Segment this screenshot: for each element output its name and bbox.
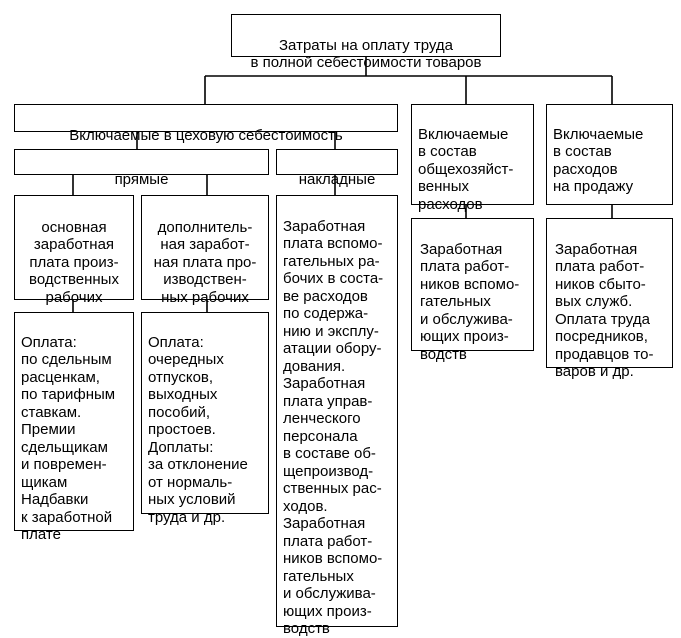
general-detail-text: Заработная плата работ- ников вспомо- га…	[420, 240, 520, 363]
overhead-detail-text: Заработная плата вспомо- гательных ра- б…	[283, 217, 384, 638]
direct-label: прямые	[114, 170, 169, 188]
workshop-label: Включаемые в цеховую себестоимость	[69, 126, 343, 144]
general-box: Включаемые в состав общехозяйст- венных …	[411, 104, 534, 213]
root-box: Затраты на оплату труда в полной себесто…	[231, 14, 501, 71]
sales-detail-text: Заработная плата работ- ников сбыто- вых…	[555, 240, 654, 381]
sales-box: Включаемые в состав расходов на продажу	[546, 104, 673, 205]
basic-box: основная заработная плата произ- водстве…	[14, 195, 134, 306]
basic-detail-text: Оплата: по сдельным расценкам, по тарифн…	[21, 333, 116, 544]
workshop-box: Включаемые в цеховую себестоимость	[14, 104, 398, 144]
direct-box: прямые	[14, 149, 269, 188]
general-detail-box: Заработная плата работ- ников вспомо- га…	[411, 218, 534, 363]
additional-detail-text: Оплата: очередных отпусков, выходных пос…	[148, 333, 248, 526]
overhead-label: накладные	[298, 170, 376, 188]
additional-box: дополнитель- ная заработ- ная плата про-…	[141, 195, 269, 306]
sales-label: Включаемые в состав расходов на продажу	[553, 125, 644, 196]
additional-label: дополнитель- ная заработ- ная плата про-…	[153, 218, 257, 306]
basic-label: основная заработная плата произ- водстве…	[29, 218, 119, 306]
overhead-box: накладные	[276, 149, 398, 188]
additional-detail-box: Оплата: очередных отпусков, выходных пос…	[141, 312, 269, 526]
root-label: Затраты на оплату труда в полной себесто…	[250, 36, 482, 72]
general-label: Включаемые в состав общехозяйст- венных …	[418, 125, 514, 213]
overhead-detail-box: Заработная плата вспомо- гательных ра- б…	[276, 195, 398, 637]
basic-detail-box: Оплата: по сдельным расценкам, по тарифн…	[14, 312, 134, 543]
sales-detail-box: Заработная плата работ- ников сбыто- вых…	[546, 218, 673, 380]
